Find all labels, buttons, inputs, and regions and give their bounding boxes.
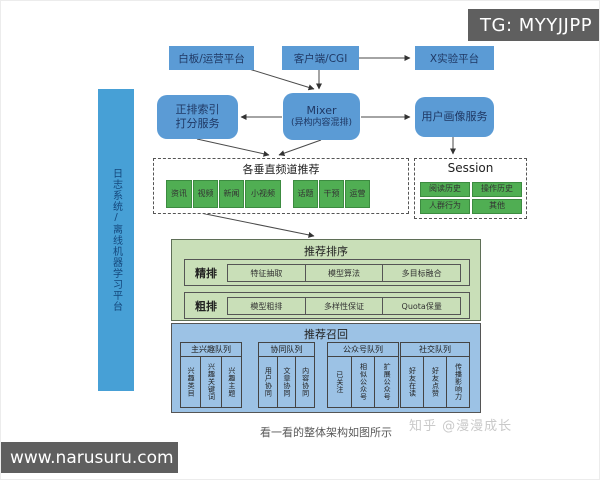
channel-label: 话题 — [297, 188, 314, 198]
log-system-bar-label: 日志系统/离线机器学习平台 — [110, 168, 122, 312]
col-friends-likes: 好友点赞 — [423, 357, 446, 407]
collaborative-queue: 协同队列 用户协同 文章协同 内容协同 — [258, 342, 315, 408]
queue-col-label: 传播影响力 — [454, 363, 463, 401]
cell-model-coarse-ranking: 模型粗排 — [227, 296, 306, 315]
session-cell-other: 其他 — [472, 199, 522, 214]
cell-multi-objective-fusion: 多目标融合 — [382, 263, 462, 282]
user-profile-service-box: 用户画像服务 — [415, 97, 494, 137]
tg-badge: TG: MYYJJPP — [468, 9, 599, 41]
channel-label: 新闻 — [223, 188, 240, 198]
session-cell-read-history: 阅读历史 — [420, 182, 470, 197]
url-badge-text: www.narusuru.com — [10, 447, 174, 468]
cell-feature-extraction: 特征抽取 — [227, 263, 306, 282]
coarse-ranking-label: 粗排 — [195, 299, 217, 313]
col-user-cf: 用户协同 — [259, 357, 277, 407]
channel-label: 小视频 — [251, 188, 275, 198]
channel-cell-intervention: 干预 — [319, 180, 344, 208]
queue-col-label: 好友在读 — [408, 367, 417, 397]
channel-label: 干预 — [323, 188, 340, 198]
queue-columns: 好友在读 好友点赞 传播影响力 — [401, 357, 469, 407]
forward-index-scoring-box: 正排索引 打分服务 — [157, 95, 238, 139]
queue-col-label: 兴趣关键词 — [207, 363, 216, 401]
channel-label: 运营 — [349, 188, 366, 198]
x-experiment-platform-box: X实验平台 — [415, 46, 494, 70]
session-cell-label: 操作历史 — [481, 184, 513, 194]
session-cell-label: 人群行为 — [429, 201, 461, 211]
queue-col-label: 文章协同 — [283, 367, 291, 397]
queue-header: 协同队列 — [259, 343, 314, 357]
main-interest-queue: 主兴趣队列 兴趣类目 兴趣关键词 兴趣主题 — [180, 342, 242, 408]
recall-title: 推荐召回 — [304, 328, 348, 341]
ranking-title: 推荐排序 — [304, 245, 348, 258]
queue-col-label: 扩展公众号 — [383, 363, 392, 401]
cell-model-algorithm: 模型算法 — [304, 263, 384, 282]
fine-ranking-label: 精排 — [195, 266, 217, 280]
channel-cell-news-feed: 资讯 — [166, 180, 192, 208]
vertical-channels-title: 各垂直频道推荐 — [242, 163, 320, 176]
queue-col-label: 兴趣类目 — [187, 367, 196, 397]
user-profile-service-label: 用户画像服务 — [421, 110, 488, 124]
x-experiment-platform-label: X实验平台 — [429, 52, 480, 65]
whiteboard-ops-platform-label: 白板/运营平台 — [178, 52, 245, 65]
client-cgi-label: 客户端/CGI — [293, 52, 348, 65]
channel-label: 视频 — [197, 188, 214, 198]
col-propagation-influence: 传播影响力 — [446, 357, 469, 407]
channel-cell-short-video: 小视频 — [245, 180, 281, 208]
recommendation-ranking-box: 推荐排序 精排 特征抽取 模型算法 多目标融合 粗排 模型粗排 多样性保证 Qu… — [171, 239, 481, 321]
session-cell-label: 其他 — [489, 201, 505, 211]
session-cell-crowd-behavior: 人群行为 — [420, 199, 470, 214]
fine-ranking-row: 精排 特征抽取 模型算法 多目标融合 — [184, 259, 470, 286]
col-extended-accounts: 扩展公众号 — [374, 357, 398, 407]
col-followed: 已关注 — [328, 357, 351, 407]
channel-cell-topic: 话题 — [293, 180, 318, 208]
queue-header: 公众号队列 — [328, 343, 398, 357]
queue-col-label: 好友点赞 — [431, 367, 440, 397]
mixer-label: Mixer — [306, 104, 337, 117]
channel-cell-video: 视频 — [193, 180, 218, 208]
queue-header: 社交队列 — [401, 343, 469, 357]
mixer-sublabel: (异构内容混排) — [290, 117, 353, 128]
recommendation-recall-box: 推荐召回 主兴趣队列 兴趣类目 兴趣关键词 兴趣主题 协同队列 用户协同 文章协… — [171, 323, 481, 413]
col-interest-topic: 兴趣主题 — [220, 357, 241, 407]
col-article-cf: 文章协同 — [276, 357, 296, 407]
cell-diversity-guarantee: 多样性保证 — [304, 296, 384, 315]
col-interest-keyword: 兴趣关键词 — [200, 357, 220, 407]
url-badge: www.narusuru.com — [1, 442, 178, 473]
queue-col-label: 内容协同 — [301, 367, 310, 397]
forward-index-label-line1: 正排索引 — [175, 103, 220, 117]
whiteboard-ops-platform-box: 白板/运营平台 — [169, 46, 254, 70]
queue-header: 主兴趣队列 — [181, 343, 241, 357]
fine-ranking-cells: 特征抽取 模型算法 多目标融合 — [227, 263, 462, 282]
social-queue: 社交队列 好友在读 好友点赞 传播影响力 — [400, 342, 470, 408]
queue-columns: 已关注 相似公众号 扩展公众号 — [328, 357, 398, 407]
col-content-cf: 内容协同 — [295, 357, 314, 407]
tg-badge-text: TG: MYYJJPP — [480, 14, 593, 36]
queue-columns: 兴趣类目 兴趣关键词 兴趣主题 — [181, 357, 241, 407]
queue-col-label: 相似公众号 — [359, 363, 368, 401]
client-cgi-box: 客户端/CGI — [282, 46, 359, 70]
channel-cell-operation: 运营 — [345, 180, 370, 208]
queue-col-label: 用户协同 — [264, 367, 273, 397]
queue-col-label: 已关注 — [335, 370, 344, 394]
diagram-caption: 看一看的整体架构如图所示 — [260, 426, 392, 439]
mixer-box: Mixer (异构内容混排) — [283, 93, 360, 140]
forward-index-label-line2: 打分服务 — [175, 117, 220, 130]
session-title: Session — [447, 161, 494, 175]
official-account-queue: 公众号队列 已关注 相似公众号 扩展公众号 — [327, 342, 399, 408]
col-interest-category: 兴趣类目 — [181, 357, 200, 407]
col-friends-reading: 好友在读 — [401, 357, 423, 407]
coarse-ranking-row: 粗排 模型粗排 多样性保证 Quota保量 — [184, 292, 470, 319]
channel-label: 资讯 — [171, 188, 187, 198]
col-similar-accounts: 相似公众号 — [350, 357, 375, 407]
log-system-bar: 日志系统/离线机器学习平台 — [98, 89, 134, 391]
queue-col-label: 兴趣主题 — [227, 367, 236, 397]
queue-columns: 用户协同 文章协同 内容协同 — [259, 357, 314, 407]
channel-cell-news: 新闻 — [219, 180, 244, 208]
cell-quota-guarantee: Quota保量 — [382, 296, 462, 315]
zhihu-watermark: 知乎 @漫漫成长 — [409, 419, 513, 434]
session-cell-label: 阅读历史 — [429, 184, 461, 194]
coarse-ranking-cells: 模型粗排 多样性保证 Quota保量 — [227, 296, 462, 315]
session-cell-action-history: 操作历史 — [472, 182, 522, 197]
